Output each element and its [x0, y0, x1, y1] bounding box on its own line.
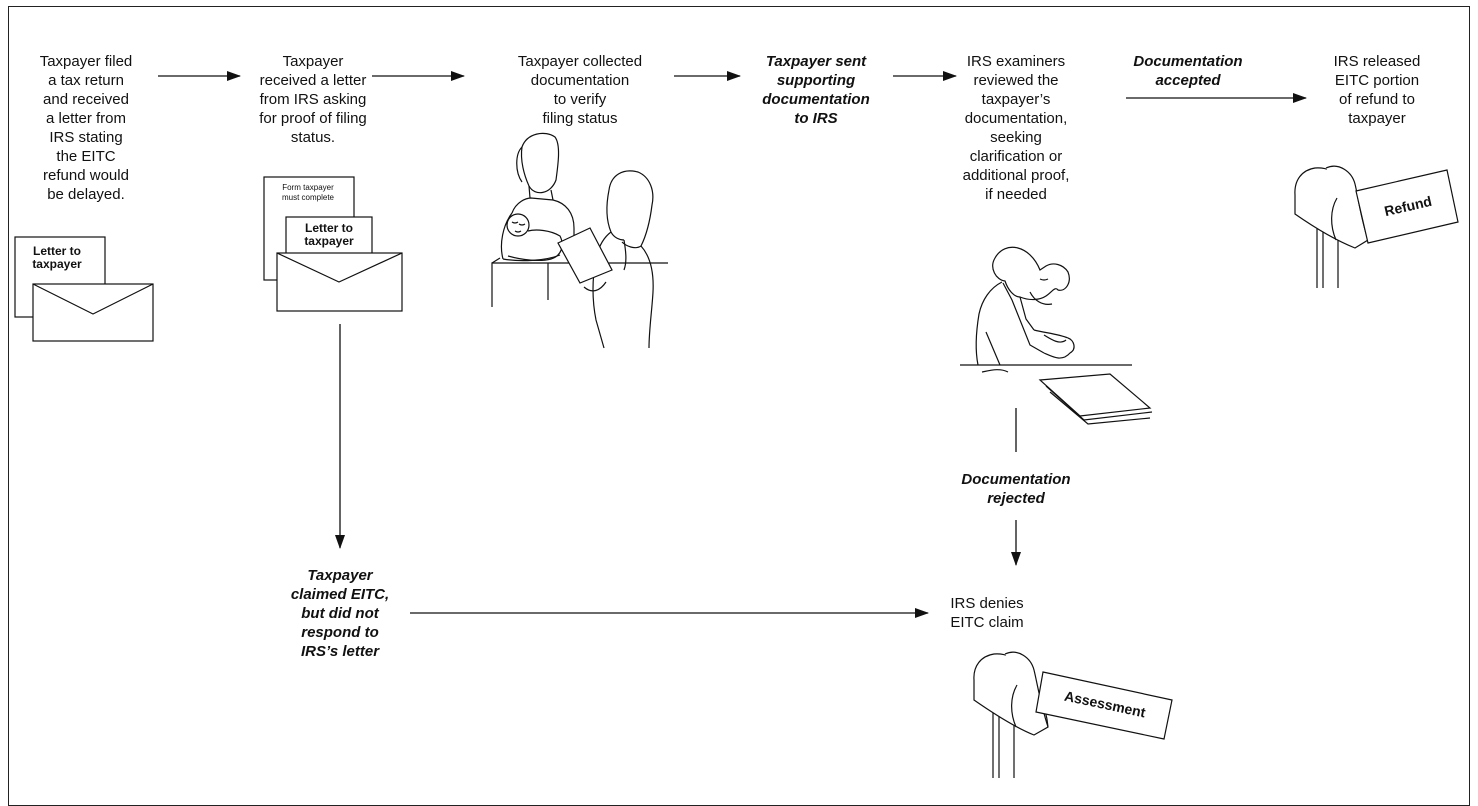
step-no-response-text: Taxpayer claimed EITC, but did not respo…: [290, 567, 390, 660]
form-taxpayer-label: Form taxpayer must complete: [281, 183, 335, 202]
irs-examiner-illustration: [960, 246, 1153, 425]
form-letter-envelope-illustration: [263, 176, 403, 312]
mailbox-refund-illustration: [1294, 165, 1459, 288]
mailbox-assessment-illustration: [973, 651, 1173, 778]
label-documentation-accepted: Documentation accepted: [1133, 53, 1243, 89]
step-released-text: IRS released EITC portion of refund to t…: [1333, 53, 1421, 127]
letter-to-taxpayer-label-1: Letter to taxpayer: [32, 244, 82, 271]
step-examiners-text: IRS examiners reviewed the taxpayer’s do…: [962, 53, 1070, 203]
step-filed-text: Taxpayer filed a tax return and received…: [39, 53, 133, 203]
step-denies-text: IRS denies EITC claim: [950, 595, 1024, 631]
letter-to-taxpayer-label-2: Letter to taxpayer: [304, 221, 354, 248]
step-collected-text: Taxpayer collected documentation to veri…: [517, 53, 643, 127]
step-sent-text: Taxpayer sent supporting documentation t…: [762, 53, 870, 127]
taxpayer-with-clerk-illustration: [491, 132, 668, 349]
label-documentation-rejected: Documentation rejected: [961, 471, 1071, 507]
letter-envelope-illustration-1: [14, 236, 154, 342]
step-received-letter-text: Taxpayer received a letter from IRS aski…: [259, 53, 367, 146]
